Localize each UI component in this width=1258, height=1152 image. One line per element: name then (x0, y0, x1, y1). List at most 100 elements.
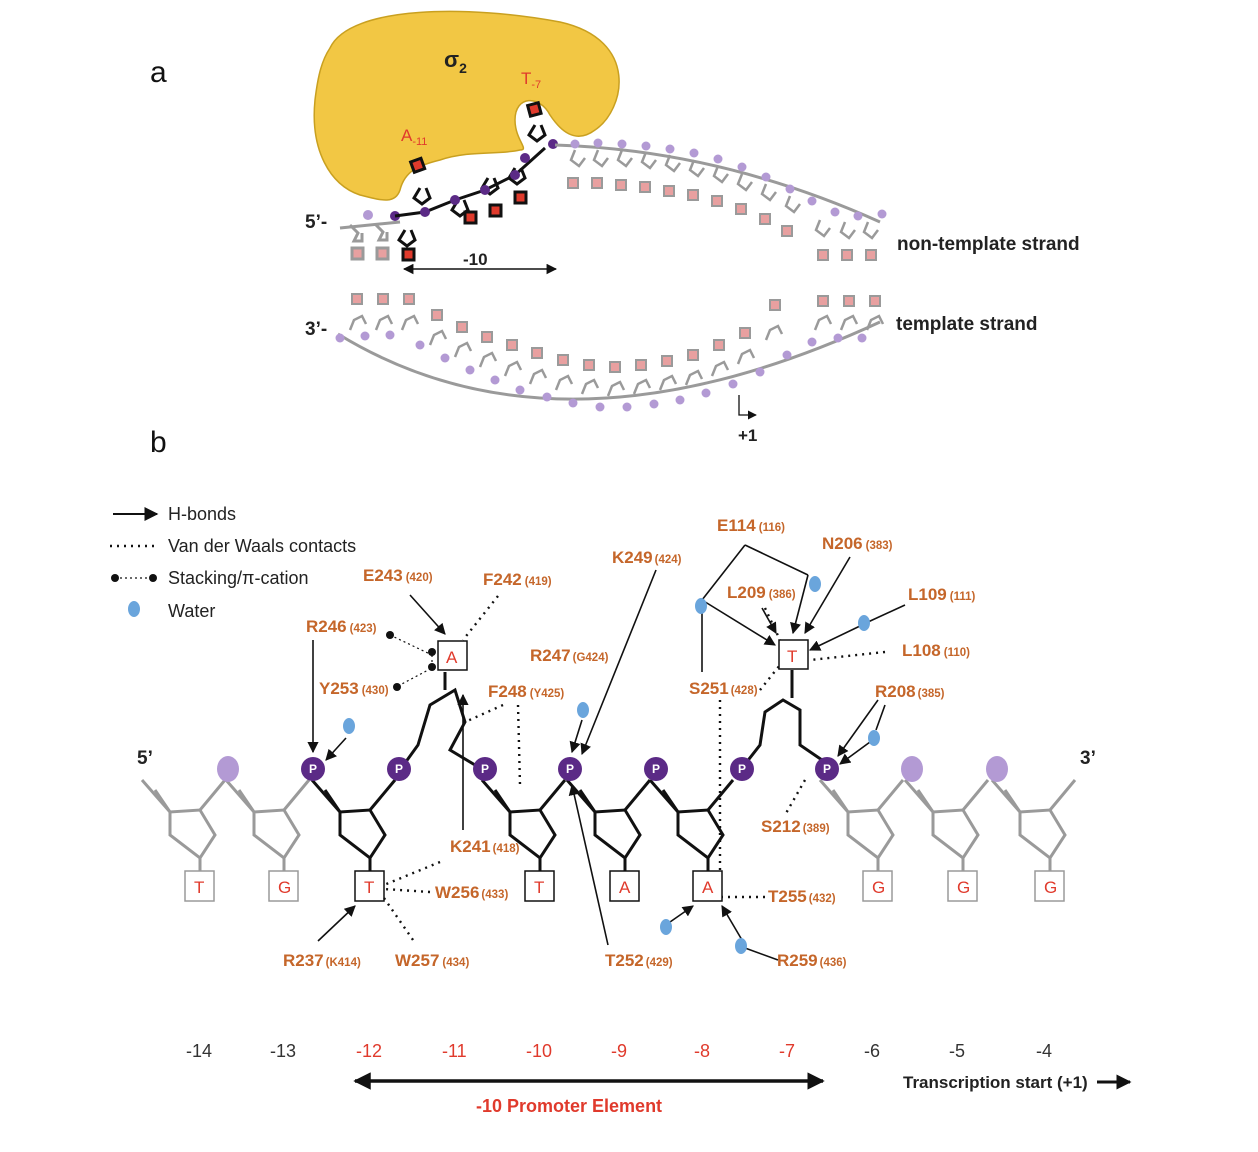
water-molecules (343, 576, 880, 954)
sugar-ring (818, 779, 905, 872)
phosphate-icon (363, 210, 373, 220)
sugar-ring (140, 779, 227, 872)
position-numbers: -14-13-12-11-10-9-8-7-6-5-4 (186, 1041, 1052, 1061)
vdw-lines (383, 595, 886, 941)
phosphate-P4: P (558, 757, 582, 781)
stacking-dots (386, 631, 436, 691)
residue-E243: E243(420) (363, 566, 433, 585)
position-label: -14 (186, 1041, 212, 1061)
residue-R237: R237(K414) (283, 951, 361, 970)
water-icon (735, 938, 747, 954)
hbond-lines (307, 544, 906, 961)
position-label: -4 (1036, 1041, 1052, 1061)
base-letter: A (702, 878, 714, 897)
non-template-strand-left (339, 220, 401, 261)
phosphate-P6: P (730, 757, 754, 781)
residue-E114: E114(116) (717, 516, 785, 535)
residue-L209: L209(386) (727, 583, 796, 602)
flipped-nucleotide-a-11: A (398, 640, 476, 771)
sugar-ring (310, 779, 397, 872)
position-label: -8 (694, 1041, 710, 1061)
base-box: G (862, 870, 893, 902)
flipped-phosphates (420, 139, 558, 217)
legend-hbonds-label: H-bonds (168, 504, 236, 524)
plus1-arrow-icon (738, 395, 757, 420)
base-box: G (268, 870, 299, 902)
position-label: -11 (442, 1041, 467, 1061)
svg-text:P: P (652, 762, 660, 776)
base-letter: T (364, 878, 374, 897)
residue-K249: K249(424) (612, 548, 682, 567)
svg-text:P: P (481, 762, 489, 776)
phosphate-P1: P (301, 757, 325, 781)
phosphate-light (217, 756, 239, 782)
sugar-ring (648, 779, 735, 872)
svg-text:P: P (738, 762, 746, 776)
residue-Y253: Y253(430) (319, 679, 389, 698)
phosphate-P2: P (387, 757, 411, 781)
residue-F242: F242(419) (483, 570, 552, 589)
water-icon (660, 919, 672, 935)
base-box: A (609, 870, 640, 902)
residue-L109: L109(111) (908, 585, 975, 604)
base-t-7-letter: T (787, 647, 797, 666)
water-icon (868, 730, 880, 746)
residue-F248: F248(Y425) (488, 682, 564, 701)
base-a-11-letter: A (446, 648, 458, 667)
panel-a: a σ2 T-7 A-11 (150, 10, 1080, 445)
residue-R208: R208(385) (875, 682, 945, 701)
position-label: -12 (356, 1041, 382, 1061)
legend-water-icon (128, 601, 140, 617)
svg-text:P: P (823, 762, 831, 776)
legend: H-bonds Van der Waals contacts Stacking/… (110, 504, 356, 621)
t-minus7-label: T-7 (521, 69, 541, 91)
water-icon (343, 718, 355, 734)
phosphate-light (986, 756, 1008, 782)
phosphate-P7: P (815, 757, 839, 781)
dna-backbone (140, 779, 1077, 872)
base-box: T (524, 870, 555, 902)
panel-b-label: b (150, 426, 167, 459)
three-prime-label-b: 3’ (1080, 748, 1096, 769)
base-letter: G (1044, 878, 1057, 897)
base-box: A (692, 870, 723, 902)
template-strand (335, 293, 885, 412)
base-box: G (1034, 870, 1065, 902)
sugar-ring (224, 779, 311, 872)
svg-text:P: P (309, 762, 317, 776)
residue-L108: L108(110) (902, 641, 970, 660)
promoter-element-label: -10 Promoter Element (476, 1096, 662, 1116)
non-template-strand-label: non-template strand (897, 234, 1080, 255)
base-letter: T (194, 878, 204, 897)
base-letter: G (278, 878, 291, 897)
nucleotide-icon (373, 222, 390, 261)
sugar-ring (480, 779, 567, 872)
phosphate-light (901, 756, 923, 782)
residue-S251: S251(428) (689, 679, 758, 698)
sugar-ring (903, 779, 990, 872)
base-letter: G (957, 878, 970, 897)
sigma2-protein-blob (313, 10, 620, 201)
water-icon (577, 702, 589, 718)
residue-W256: W256(433) (435, 883, 508, 902)
water-icon (809, 576, 821, 592)
legend-water-label: Water (168, 601, 215, 621)
sugar-ring (565, 779, 652, 872)
base-letter: A (619, 878, 631, 897)
position-label: -10 (526, 1041, 552, 1061)
water-icon (858, 615, 870, 631)
svg-text:P: P (395, 762, 403, 776)
phosphate-P5: P (644, 757, 668, 781)
plus1-label: +1 (738, 426, 757, 445)
legend-vdw-label: Van der Waals contacts (168, 536, 356, 556)
base-box: G (947, 870, 978, 902)
position-label: -5 (949, 1041, 965, 1061)
position-label: -6 (864, 1041, 880, 1061)
water-icon (695, 598, 707, 614)
residue-W257: W257(434) (395, 951, 469, 970)
stacking-lines (389, 634, 433, 687)
residue-S212: S212(389) (761, 817, 830, 836)
residue-T255: T255(432) (768, 887, 836, 906)
svg-text:P: P (566, 762, 574, 776)
